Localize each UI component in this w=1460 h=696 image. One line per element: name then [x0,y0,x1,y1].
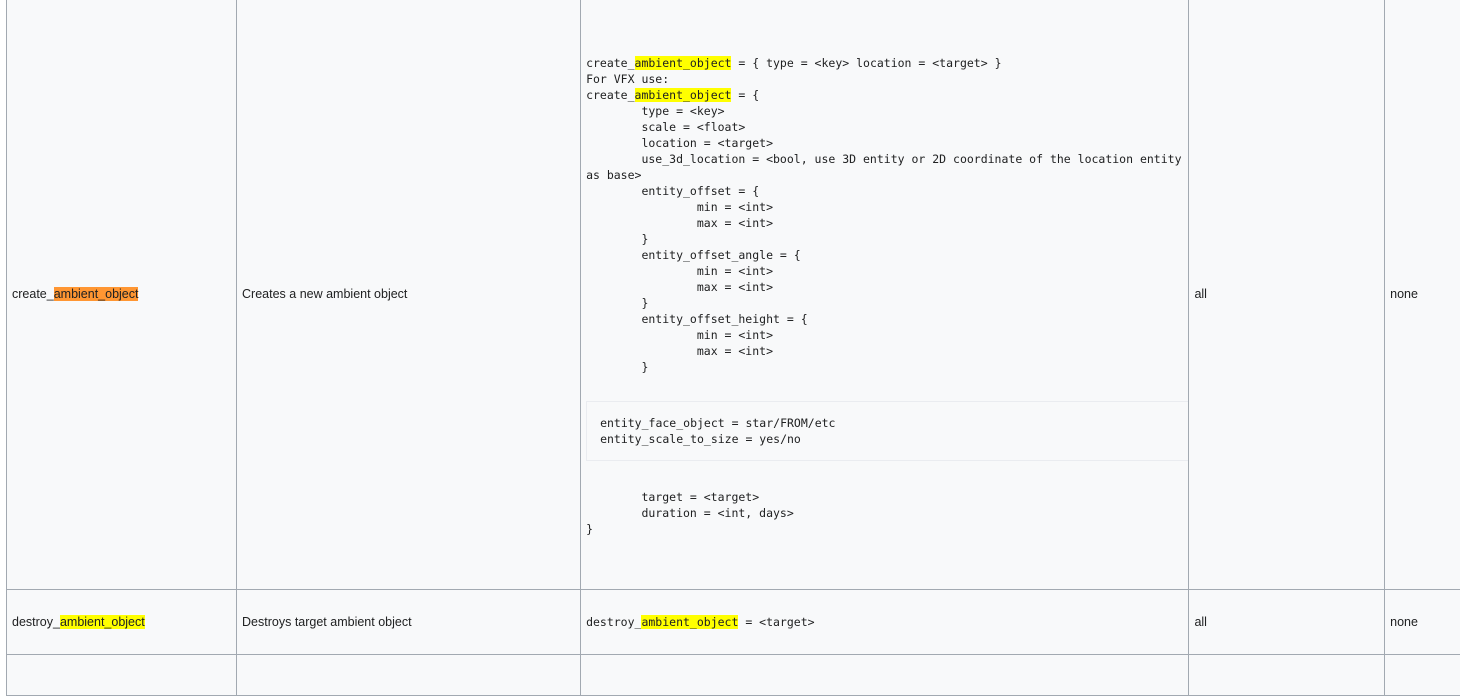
effect-name-cell: create_ambient_object [7,0,237,590]
code-text: create_ [586,88,634,102]
effect-scope-cell: all [1189,0,1385,590]
empty-cell [7,655,237,696]
effects-table: create_ambient_object Creates a new ambi… [6,0,1460,696]
search-highlight: ambient_object [635,88,732,102]
code-tail: target = <target> duration = <int, days>… [586,489,1183,537]
code-preformatted-box: entity_face_object = star/FROM/etc entit… [586,401,1189,461]
effect-name-prefix: destroy_ [12,615,60,629]
effect-example-cell: destroy_ambient_object = <target> [581,590,1189,655]
code-text: = { [731,88,759,102]
search-highlight: ambient_object [641,615,738,629]
empty-cell [1385,655,1460,696]
effect-description-cell: Creates a new ambient object [237,0,581,590]
code-text: destroy_ [586,615,641,629]
table-row: destroy_ambient_object Destroys target a… [7,590,1460,655]
empty-cell [581,655,1189,696]
search-highlight: ambient_object [60,615,145,629]
search-highlight-active: ambient_object [54,287,139,301]
empty-cell [237,655,581,696]
table-row [7,655,1460,696]
effect-example-cell: create_ambient_object = { type = <key> l… [581,0,1189,590]
effect-description-cell: Destroys target ambient object [237,590,581,655]
effect-name-cell: destroy_ambient_object [7,590,237,655]
code-text: = <target> [738,615,814,629]
effect-scope-cell: all [1189,590,1385,655]
code-text: = { type = <key> location = <target> } [731,56,1001,70]
effect-target-cell: none [1385,590,1460,655]
code-example: create_ambient_object = { type = <key> l… [586,55,1183,375]
code-text: For VFX use: [586,72,669,86]
search-highlight: ambient_object [635,56,732,70]
empty-cell [1189,655,1385,696]
effect-name-prefix: create_ [12,287,54,301]
code-body: type = <key> scale = <float> location = … [586,104,1188,374]
effect-target-cell: none [1385,0,1460,590]
table-row: create_ambient_object Creates a new ambi… [7,0,1460,590]
code-text: create_ [586,56,634,70]
